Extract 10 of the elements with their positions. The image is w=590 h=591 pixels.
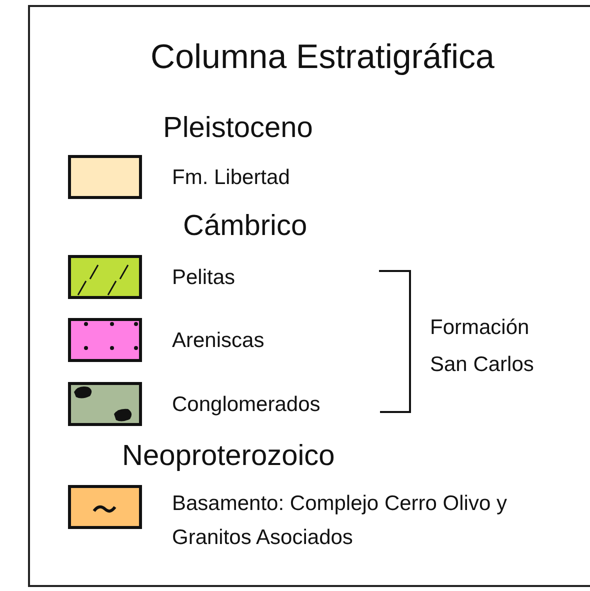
title: Columna Estratigráfica [150, 38, 496, 77]
period-heading: Pleistoceno [163, 112, 313, 145]
group-label: Formación San Carlos [430, 315, 535, 378]
legend-label: Areniscas [172, 329, 264, 353]
period-heading: Neoproterozoico [122, 440, 335, 473]
legend-label: Fm. Libertad [172, 166, 290, 190]
legend-label: Basamento: Complejo Cerro Olivo y Granitos Asociados [172, 491, 508, 551]
legend-label: Pelitas [172, 266, 236, 290]
period-heading: Cámbrico [183, 210, 308, 243]
legend-label: Conglomerados [172, 393, 320, 417]
